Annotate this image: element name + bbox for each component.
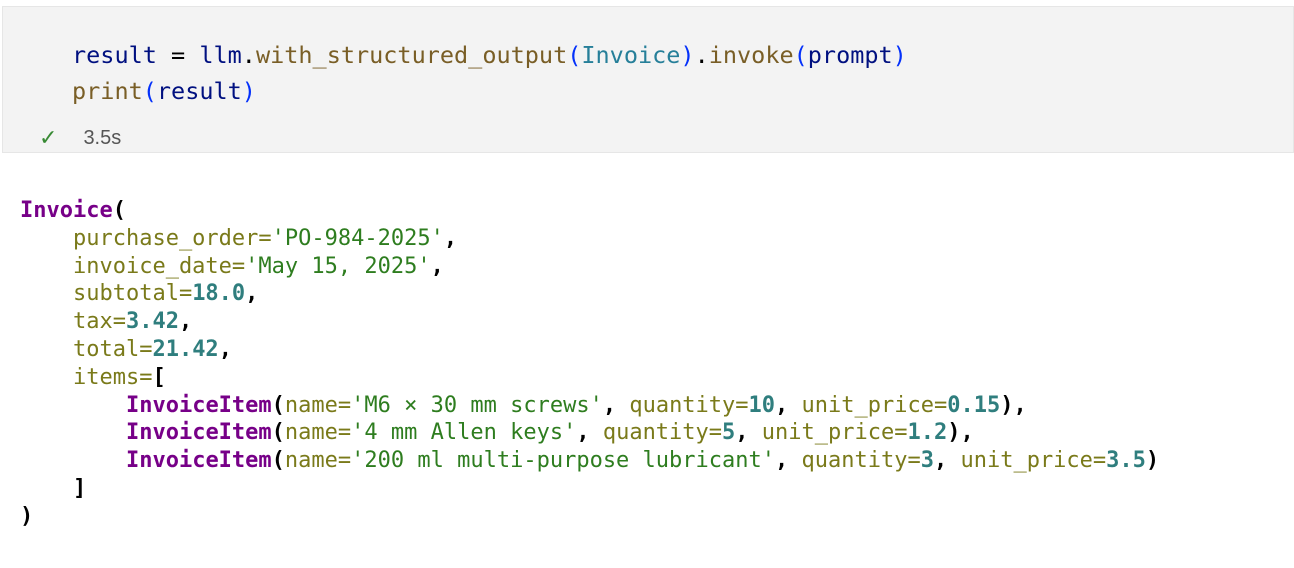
check-icon: ✓ [39,125,58,150]
output-token: unit_price= [801,392,948,418]
output-token: 21.42 [152,336,219,362]
output-token: Invoice [20,198,113,223]
output-token: , [245,281,259,307]
output-line: InvoiceItem(name='4 mm Allen keys', quan… [20,419,1159,447]
output-line: ] [20,475,1159,503]
output-token: quantity= [801,448,921,474]
output-token: invoice_date= [20,253,246,279]
code-line: print(result) [72,73,907,109]
output-token: , [576,420,603,446]
output-token: total= [20,336,153,362]
output-token: [ [152,364,166,390]
output-token: unit_price= [960,448,1107,474]
output-token: quantity= [629,392,749,418]
code-token: ) [680,41,695,69]
output-line: subtotal=18.0, [20,280,1159,308]
code-token: ) [241,77,256,105]
output-token: , [218,336,232,362]
output-token: purchase_order= [20,225,272,251]
output-token: 'May 15, 2025' [245,253,431,279]
output-token: ( [271,392,285,418]
output-token: 3.5 [1106,448,1146,474]
code-token: Invoice [581,41,681,69]
output-token: 1.2 [907,420,948,446]
output-line: Invoice( [20,197,1159,225]
output-token: unit_price= [761,420,908,446]
output-token: 0.15 [947,392,1001,418]
output-line: invoice_date='May 15, 2025', [20,253,1159,281]
output-line: ) [20,503,1159,531]
code-token: result [156,77,242,105]
code-token: result [72,41,157,69]
output-token: , [430,253,444,279]
output-line: InvoiceItem(name='200 ml multi-purpose l… [20,447,1159,475]
output-token: InvoiceItem [125,420,272,446]
code-editor[interactable]: result = llm.with_structured_output(Invo… [72,37,907,109]
code-token: . [694,41,709,69]
output-line: tax=3.42, [20,308,1159,336]
notebook-code-cell[interactable]: result = llm.with_structured_output(Invo… [2,6,1294,153]
output-token: 3.42 [125,309,179,335]
output-token: , [443,225,458,251]
code-token: ( [567,41,582,69]
output-token: ) [1145,448,1160,474]
code-token: ( [142,77,157,105]
code-token: invoke [708,41,794,69]
output-token: 3 [920,448,934,474]
cell-output: Invoice( purchase_order='PO-984-2025', i… [20,197,1159,531]
code-token: prompt [807,41,893,69]
output-line: purchase_order='PO-984-2025', [20,225,1159,253]
output-token: , [775,448,802,474]
output-token: name= [284,392,352,418]
output-token: ( [112,198,126,223]
output-token: 'PO-984-2025' [271,225,444,251]
output-token: 18.0 [192,281,246,307]
code-token: print [72,77,143,105]
cell-execution-status: ✓ 3.5s [39,125,121,151]
output-token: InvoiceItem [125,448,272,474]
output-line: items=[ [20,364,1159,392]
output-token: name= [284,420,352,446]
output-token: , [602,392,630,418]
output-token: 10 [748,392,776,418]
output-token: , [735,420,762,446]
output-token: ] [20,475,87,501]
output-token: '200 ml multi-purpose lubricant' [351,448,775,474]
output-token: ), [947,420,974,446]
output-line: total=21.42, [20,336,1159,364]
execution-duration: 3.5s [83,126,122,149]
output-token: , [933,448,961,474]
output-token: name= [284,448,352,474]
output-token: tax= [20,309,126,335]
output-token: , [178,309,193,335]
output-token: ), [1000,392,1027,418]
output-token [20,448,126,473]
output-token: InvoiceItem [125,392,272,418]
code-token: llm [199,41,242,69]
code-token: ( [793,41,808,69]
output-token [20,393,126,418]
code-token: ) [892,41,907,69]
output-token [20,420,126,445]
output-token: quantity= [602,420,723,446]
output-token: 5 [722,420,736,446]
output-token: ) [20,503,34,529]
output-line: InvoiceItem(name='M6 × 30 mm screws', qu… [20,392,1159,420]
code-token: . [241,41,256,69]
code-line: result = llm.with_structured_output(Invo… [72,37,907,73]
output-token: 'M6 × 30 mm screws' [351,392,603,418]
output-token: subtotal= [20,281,193,307]
code-token: = [156,41,200,69]
code-token: with_structured_output [255,41,568,69]
output-token: ( [271,448,285,474]
output-token: , [775,392,802,418]
output-token: '4 mm Allen keys' [351,420,577,446]
output-token: items= [20,364,153,390]
output-token: ( [271,420,285,446]
